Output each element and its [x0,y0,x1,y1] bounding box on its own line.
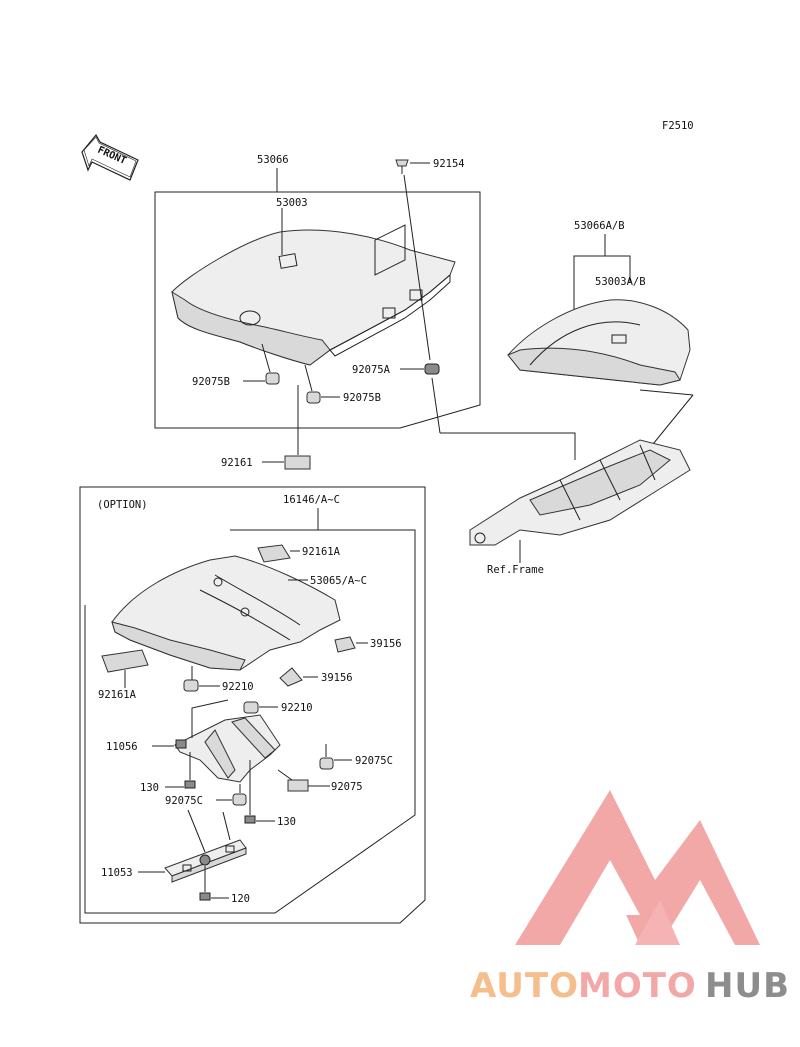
label-92075b-right: 92075B [343,392,381,404]
label-120: 120 [231,893,250,905]
rear-cowl: 53066A/B 53003A/B [507,220,694,461]
logo-text-moto: MOTO [578,966,697,1006]
label-53066: 53066 [257,154,289,166]
label-11053: 11053 [101,867,133,879]
option-assembly: (OPTION) 16146/A~C 53065/A~C 92161A 3915… [79,486,426,924]
label-53003ab: 53003A/B [595,276,646,288]
seat-assembly: 53066 53003 92154 92075A [154,154,576,470]
grommet-icon [424,363,440,375]
label-92075: 92075 [331,781,363,793]
label-11056: 11056 [106,741,138,753]
label-39156-right: 39156 [370,638,402,650]
label-16146: 16146/A~C [283,494,340,506]
label-92161a-top: 92161A [302,546,341,558]
front-arrow-icon: FRONT [81,133,139,181]
label-130-left: 130 [140,782,159,794]
diagram-code: F2510 [662,120,694,132]
label-92075c-left: 92075C [165,795,203,807]
logo-text-auto: AUTO [470,966,579,1006]
label-92210-left: 92210 [222,681,254,693]
label-ref-frame: Ref.Frame [487,564,544,576]
screw-icon [395,159,409,174]
label-92210-right: 92210 [281,702,313,714]
label-92161a-left: 92161A [98,689,137,701]
label-92154: 92154 [433,158,465,170]
label-53066ab: 53066A/B [574,220,625,232]
label-130-right: 130 [277,816,296,828]
label-92075c-right: 92075C [355,755,393,767]
rear-frame: Ref.Frame [469,439,691,576]
label-53003: 53003 [276,197,308,209]
label-92161: 92161 [221,457,253,469]
label-92075b-left: 92075B [192,376,230,388]
logo-text-hub: HUB [705,966,790,1006]
label-53065: 53065/A~C [310,575,367,587]
label-92075a: 92075A [352,364,391,376]
bolt-icon [184,780,196,789]
automotohub-logo: AUTO MOTO HUB [470,790,790,1006]
option-label: (OPTION) [97,499,148,511]
label-39156-mid: 39156 [321,672,353,684]
